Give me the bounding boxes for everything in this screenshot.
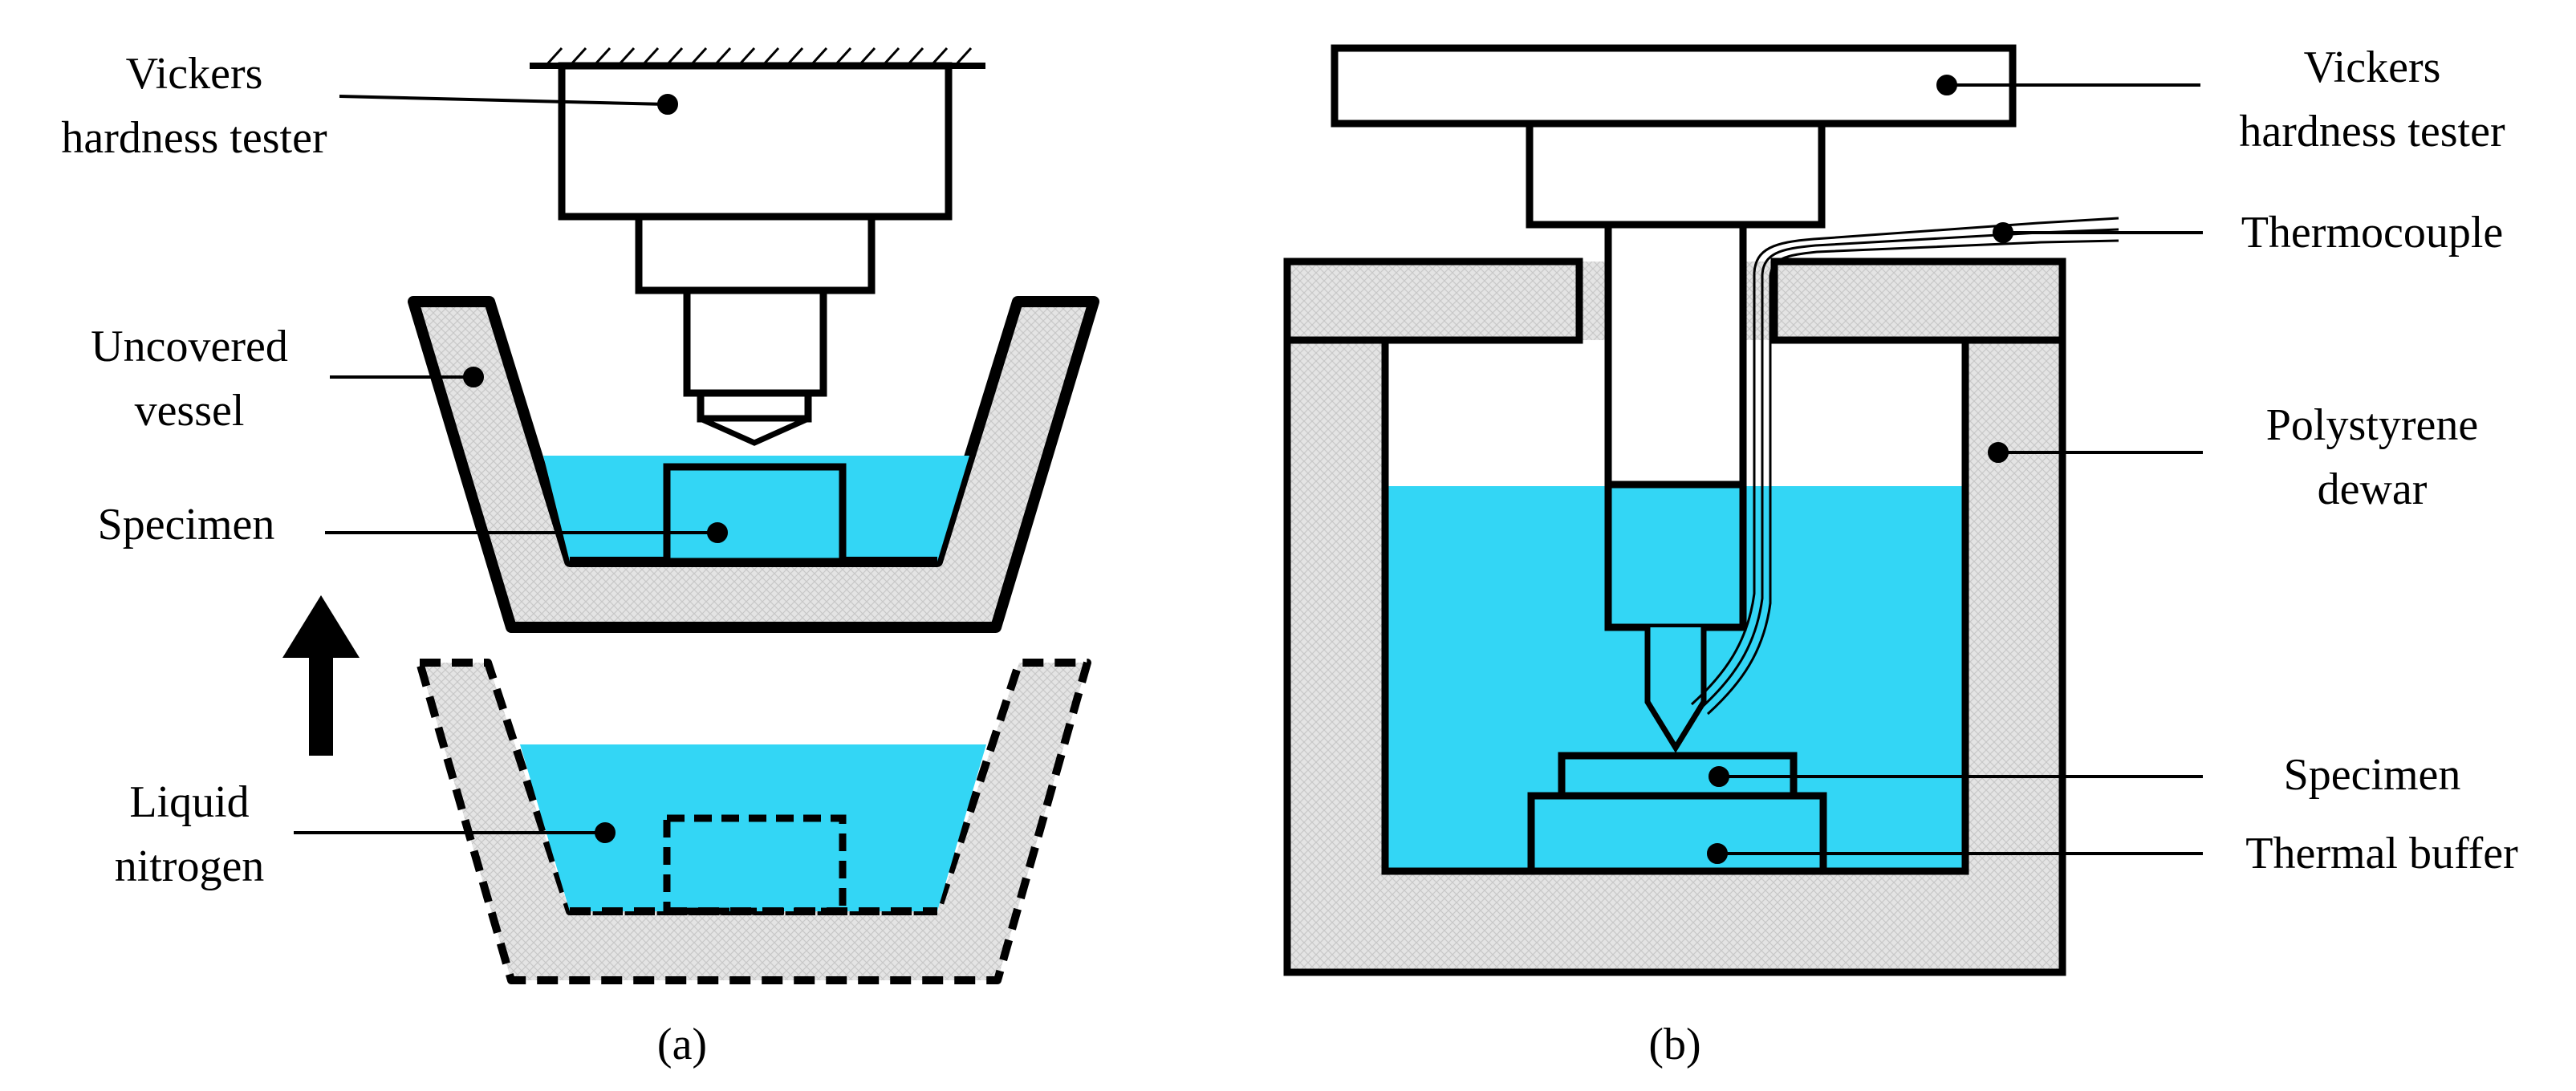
label-tester-a-line1: Vickers — [125, 49, 263, 99]
label-ln2-line1: Liquid — [129, 777, 250, 827]
label-vessel-line2: vessel — [134, 386, 245, 436]
dewar-lid-right — [1770, 258, 2066, 344]
label-dewar-line1: Polystyrene — [2265, 400, 2479, 450]
specimen-a — [663, 463, 847, 566]
thermal-buffer — [1527, 792, 1827, 875]
uncovered-vessel — [408, 296, 1099, 633]
label-ln2-line2: nitrogen — [114, 842, 265, 891]
vickers-tester-a — [558, 62, 953, 446]
label-tester-b-line2: hardness tester — [2239, 107, 2505, 156]
label-thermal-buffer: Thermal buffer — [2245, 829, 2518, 878]
label-tester-b-line1: Vickers — [2303, 43, 2441, 92]
leader-lines-a — [294, 94, 728, 843]
leader-lines-b — [1707, 75, 2203, 864]
label-specimen-b: Specimen — [2283, 750, 2461, 800]
vickers-tester-b — [1331, 44, 2017, 753]
label-tester-a-line2: hardness tester — [61, 113, 327, 163]
label-dewar-line2: dewar — [2317, 464, 2428, 514]
panel-b — [1283, 44, 2203, 976]
arrow-up-icon — [282, 595, 360, 756]
liquid-nitrogen-lower — [520, 744, 986, 911]
label-thermocouple: Thermocouple — [2241, 208, 2504, 258]
caption-a: (a) — [656, 1020, 708, 1069]
caption-b: (b) — [1648, 1020, 1701, 1069]
dewar-lid-left — [1283, 258, 1583, 344]
label-vessel-line1: Uncovered — [91, 322, 288, 371]
specimen-a-dashed — [663, 814, 847, 915]
label-specimen-a: Specimen — [97, 500, 275, 550]
panel-a — [282, 47, 1099, 984]
vessel-dashed — [416, 659, 1091, 984]
thermocouple-wire — [1690, 217, 2119, 716]
